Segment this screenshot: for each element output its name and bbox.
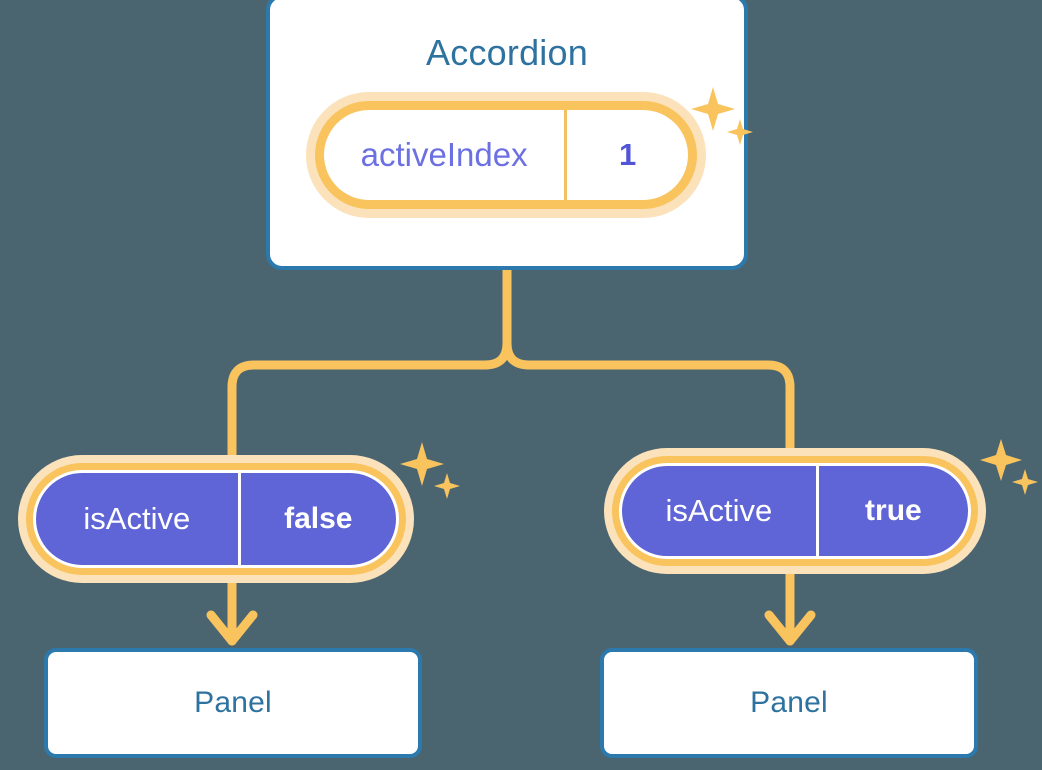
state-pill-isactive-right[interactable]: isActive true (604, 448, 986, 574)
sparkle-icon (400, 442, 460, 499)
state-key-label: isActive (83, 501, 191, 536)
state-pill-inner: isActive true (619, 463, 971, 559)
state-value-label: 1 (564, 110, 688, 200)
state-key-label: activeIndex (360, 136, 528, 173)
page-title: Accordion (426, 32, 588, 73)
state-pill-inner: activeIndex 1 (324, 110, 688, 200)
sparkle-icon (691, 87, 753, 145)
panel-title: Panel (194, 686, 272, 719)
state-pill-activeindex[interactable]: activeIndex 1 (306, 92, 706, 218)
state-pill-ring: activeIndex 1 (315, 101, 697, 209)
sparkle-icon (980, 439, 1038, 495)
state-key-label: isActive (665, 493, 773, 528)
panel-title: Panel (750, 686, 828, 719)
panel-card-right[interactable]: Panel (600, 648, 978, 758)
state-pill-isactive-left[interactable]: isActive false (18, 455, 414, 583)
state-value-label: false (237, 473, 396, 565)
state-pill-inner: isActive false (33, 470, 399, 568)
state-value-label: true (815, 466, 968, 556)
state-pill-ring: isActive true (612, 456, 978, 566)
state-pill-ring: isActive false (26, 463, 406, 575)
panel-card-left[interactable]: Panel (44, 648, 422, 758)
